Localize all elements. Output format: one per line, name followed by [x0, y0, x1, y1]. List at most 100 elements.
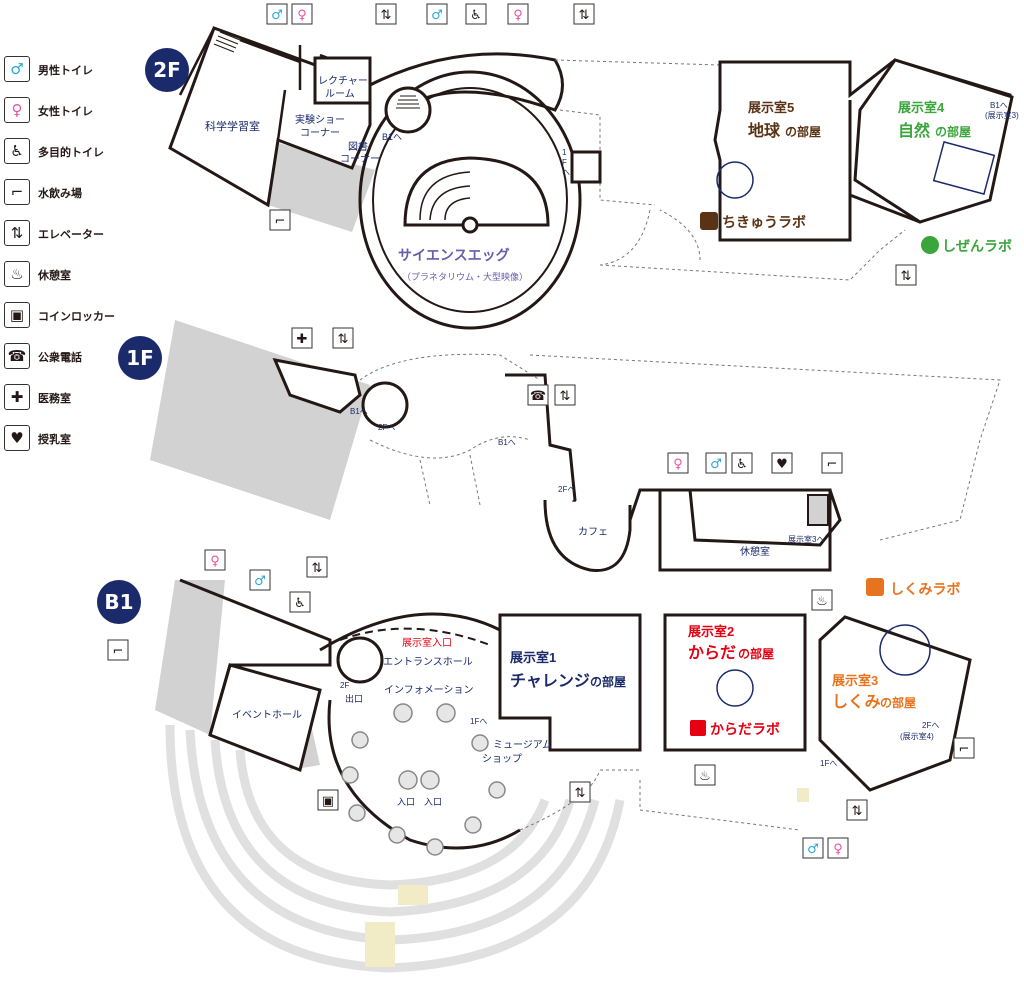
earth-display — [716, 161, 754, 199]
nature-lab-label: しぜんラボ — [942, 238, 1012, 254]
pillars — [341, 703, 506, 856]
stairwell-2f-right — [570, 150, 602, 184]
dashed-outline-2f — [554, 59, 906, 281]
body-display — [716, 669, 754, 707]
public-phone-icon: ☎ — [4, 343, 30, 369]
arrow-b1-entrance-1: 入口 — [397, 797, 415, 807]
elevator-icon: ⇅ — [575, 786, 586, 801]
arrow-b1-2f-right-b: (展示室4) — [900, 731, 934, 741]
arrow-2f-b1: B1へ — [382, 132, 402, 142]
rest-area-icon: ♨ — [699, 769, 711, 784]
mechanism-lab-logo-icon — [866, 578, 884, 596]
first-aid-icon: ✚ — [4, 384, 30, 410]
floor-2f-plan: 科学学習室 レクチャー ルーム 実験ショー コーナー 図書 コーナー サイエンス… — [168, 3, 1019, 330]
arrow-2f-b1-ex3-b: (展示室3) — [985, 110, 1019, 120]
elevator-icon: ⇅ — [901, 269, 912, 284]
elevator-icon: ⇅ — [852, 804, 863, 819]
female-toilet-icon: ♀ — [673, 457, 683, 472]
legend-label: コインロッカー — [38, 310, 115, 323]
earth-lab-logo-icon — [700, 212, 718, 230]
ex3-label-1: 展示室3 — [832, 673, 878, 688]
male-toilet-icon: ♂ — [4, 56, 30, 82]
water-fountain-icon: ⌐ — [827, 457, 838, 472]
arrow-b1-entrance-2: 入口 — [424, 797, 442, 807]
nature-display — [932, 141, 996, 195]
lecture-label-2: ルーム — [325, 88, 355, 100]
body-lab-label: からだラボ — [710, 721, 780, 737]
yellow-stair-b1 — [797, 788, 809, 802]
cafe-room — [543, 499, 632, 572]
male-toilet-icon: ♂ — [431, 8, 443, 23]
rest-room-1f — [658, 488, 832, 572]
legend-label: 女性トイレ — [38, 105, 93, 118]
arrow-1f-b1: B1へ — [350, 407, 368, 416]
public-phone-icon: ☎ — [530, 389, 546, 404]
ex1-label-2: チャレンジ — [510, 673, 590, 690]
arrow-b1-1f-right: 1Fへ — [820, 759, 837, 768]
ex5-label-2-suffix: の部屋 — [785, 124, 821, 139]
arrow-1f-ex3: 展示室3へ — [788, 534, 824, 544]
mechanism-display — [879, 624, 931, 676]
accessible-toilet-icon: ♿ — [294, 596, 306, 611]
spiral-stair-b1 — [336, 636, 384, 684]
arrow-2f-b1-ex3-a: B1へ — [990, 101, 1008, 110]
bleacher-stair-1 — [398, 885, 428, 905]
outer-ring-2f — [358, 70, 582, 330]
body-lab-logo-icon — [690, 720, 706, 736]
entrance-hall-label: エントランスホール — [383, 656, 473, 668]
exhibit-room-2 — [663, 613, 807, 752]
science-egg-sub-label: （プラネタリウム・大型映像） — [402, 271, 528, 282]
legend-item: ♥授乳室 — [4, 425, 134, 455]
left-rooms-b1 — [179, 578, 332, 736]
rest-label-1f: 休憩室 — [740, 545, 770, 558]
legend-item: ▣ コインロッカー — [4, 302, 134, 332]
lecture-room — [313, 56, 372, 105]
ex3-label-2: しくみ — [832, 693, 881, 711]
arrow-1f-b1-left: B1へ — [498, 438, 516, 447]
earth-lab-label: ちきゅうラボ — [722, 214, 806, 230]
science-egg-label: サイエンスエッグ — [398, 247, 510, 263]
arrow-b1-exit: 出口 — [345, 693, 363, 704]
spiral-stair-2f — [384, 86, 432, 134]
arrow-b1-2f-right-a: 2Fへ — [922, 721, 939, 730]
gray-area-b1 — [155, 580, 225, 735]
cafe-label: カフェ — [578, 526, 608, 538]
floor-badge-b1: B1 — [97, 580, 141, 624]
nursing-room-icon: ♥ — [4, 425, 30, 451]
science-study-label: 科学学習室 — [205, 119, 260, 133]
ex1-label-1: 展示室1 — [510, 650, 556, 665]
legend-item: ♨休憩室 — [4, 261, 134, 291]
museum-shop-label-2: ショップ — [482, 753, 522, 765]
exhibit-room-1 — [498, 613, 642, 752]
information-label: インフォメーション — [384, 685, 474, 696]
ex2-label-2: からだ — [688, 644, 736, 662]
icon-markers-2f — [266, 3, 917, 286]
male-toilet-icon: ♂ — [710, 457, 722, 472]
spiral-stair-1f — [361, 381, 409, 429]
stairs-2f-left — [213, 31, 241, 53]
entrance-dashed — [339, 627, 491, 646]
nursing-room-icon: ♥ — [776, 457, 788, 472]
legend-item: ✚医務室 — [4, 384, 134, 414]
male-toilet-icon: ♂ — [807, 842, 819, 857]
library-label-1: 図書 — [348, 140, 368, 153]
female-toilet-icon: ♀ — [513, 8, 523, 23]
museum-shop-label-1: ミュージアム — [493, 739, 552, 751]
arrow-2f-1f-b: F — [562, 158, 567, 167]
water-fountain-icon: ⌐ — [275, 214, 286, 229]
water-fountain-icon: ⌐ — [113, 644, 124, 659]
elevator-icon: ⇅ — [312, 561, 323, 576]
floor-b1-plan: イベントホール 展示室入口 エントランスホール インフォメーション ミュージアム… — [107, 549, 975, 973]
rest-area-icon: ♨ — [4, 261, 30, 287]
outer-ring-2f-inner — [372, 87, 568, 313]
arrow-1f-2f-mid: 2Fへ — [558, 485, 575, 494]
coin-locker-icon: ▣ — [4, 302, 30, 328]
arrow-1f-2f: 2Fへ — [378, 423, 395, 432]
legend-label: 公衆電話 — [38, 351, 82, 364]
legend-item: ☎ 公衆電話 — [4, 343, 134, 373]
accessible-toilet-icon: ♿ — [470, 8, 482, 23]
spiral-stair-2f-steps — [396, 95, 420, 109]
legend-item: ⌐水飲み場 — [4, 179, 134, 209]
accessible-toilet-icon: ♿ — [736, 457, 748, 472]
ex5-label-2: 地球 — [748, 121, 781, 140]
